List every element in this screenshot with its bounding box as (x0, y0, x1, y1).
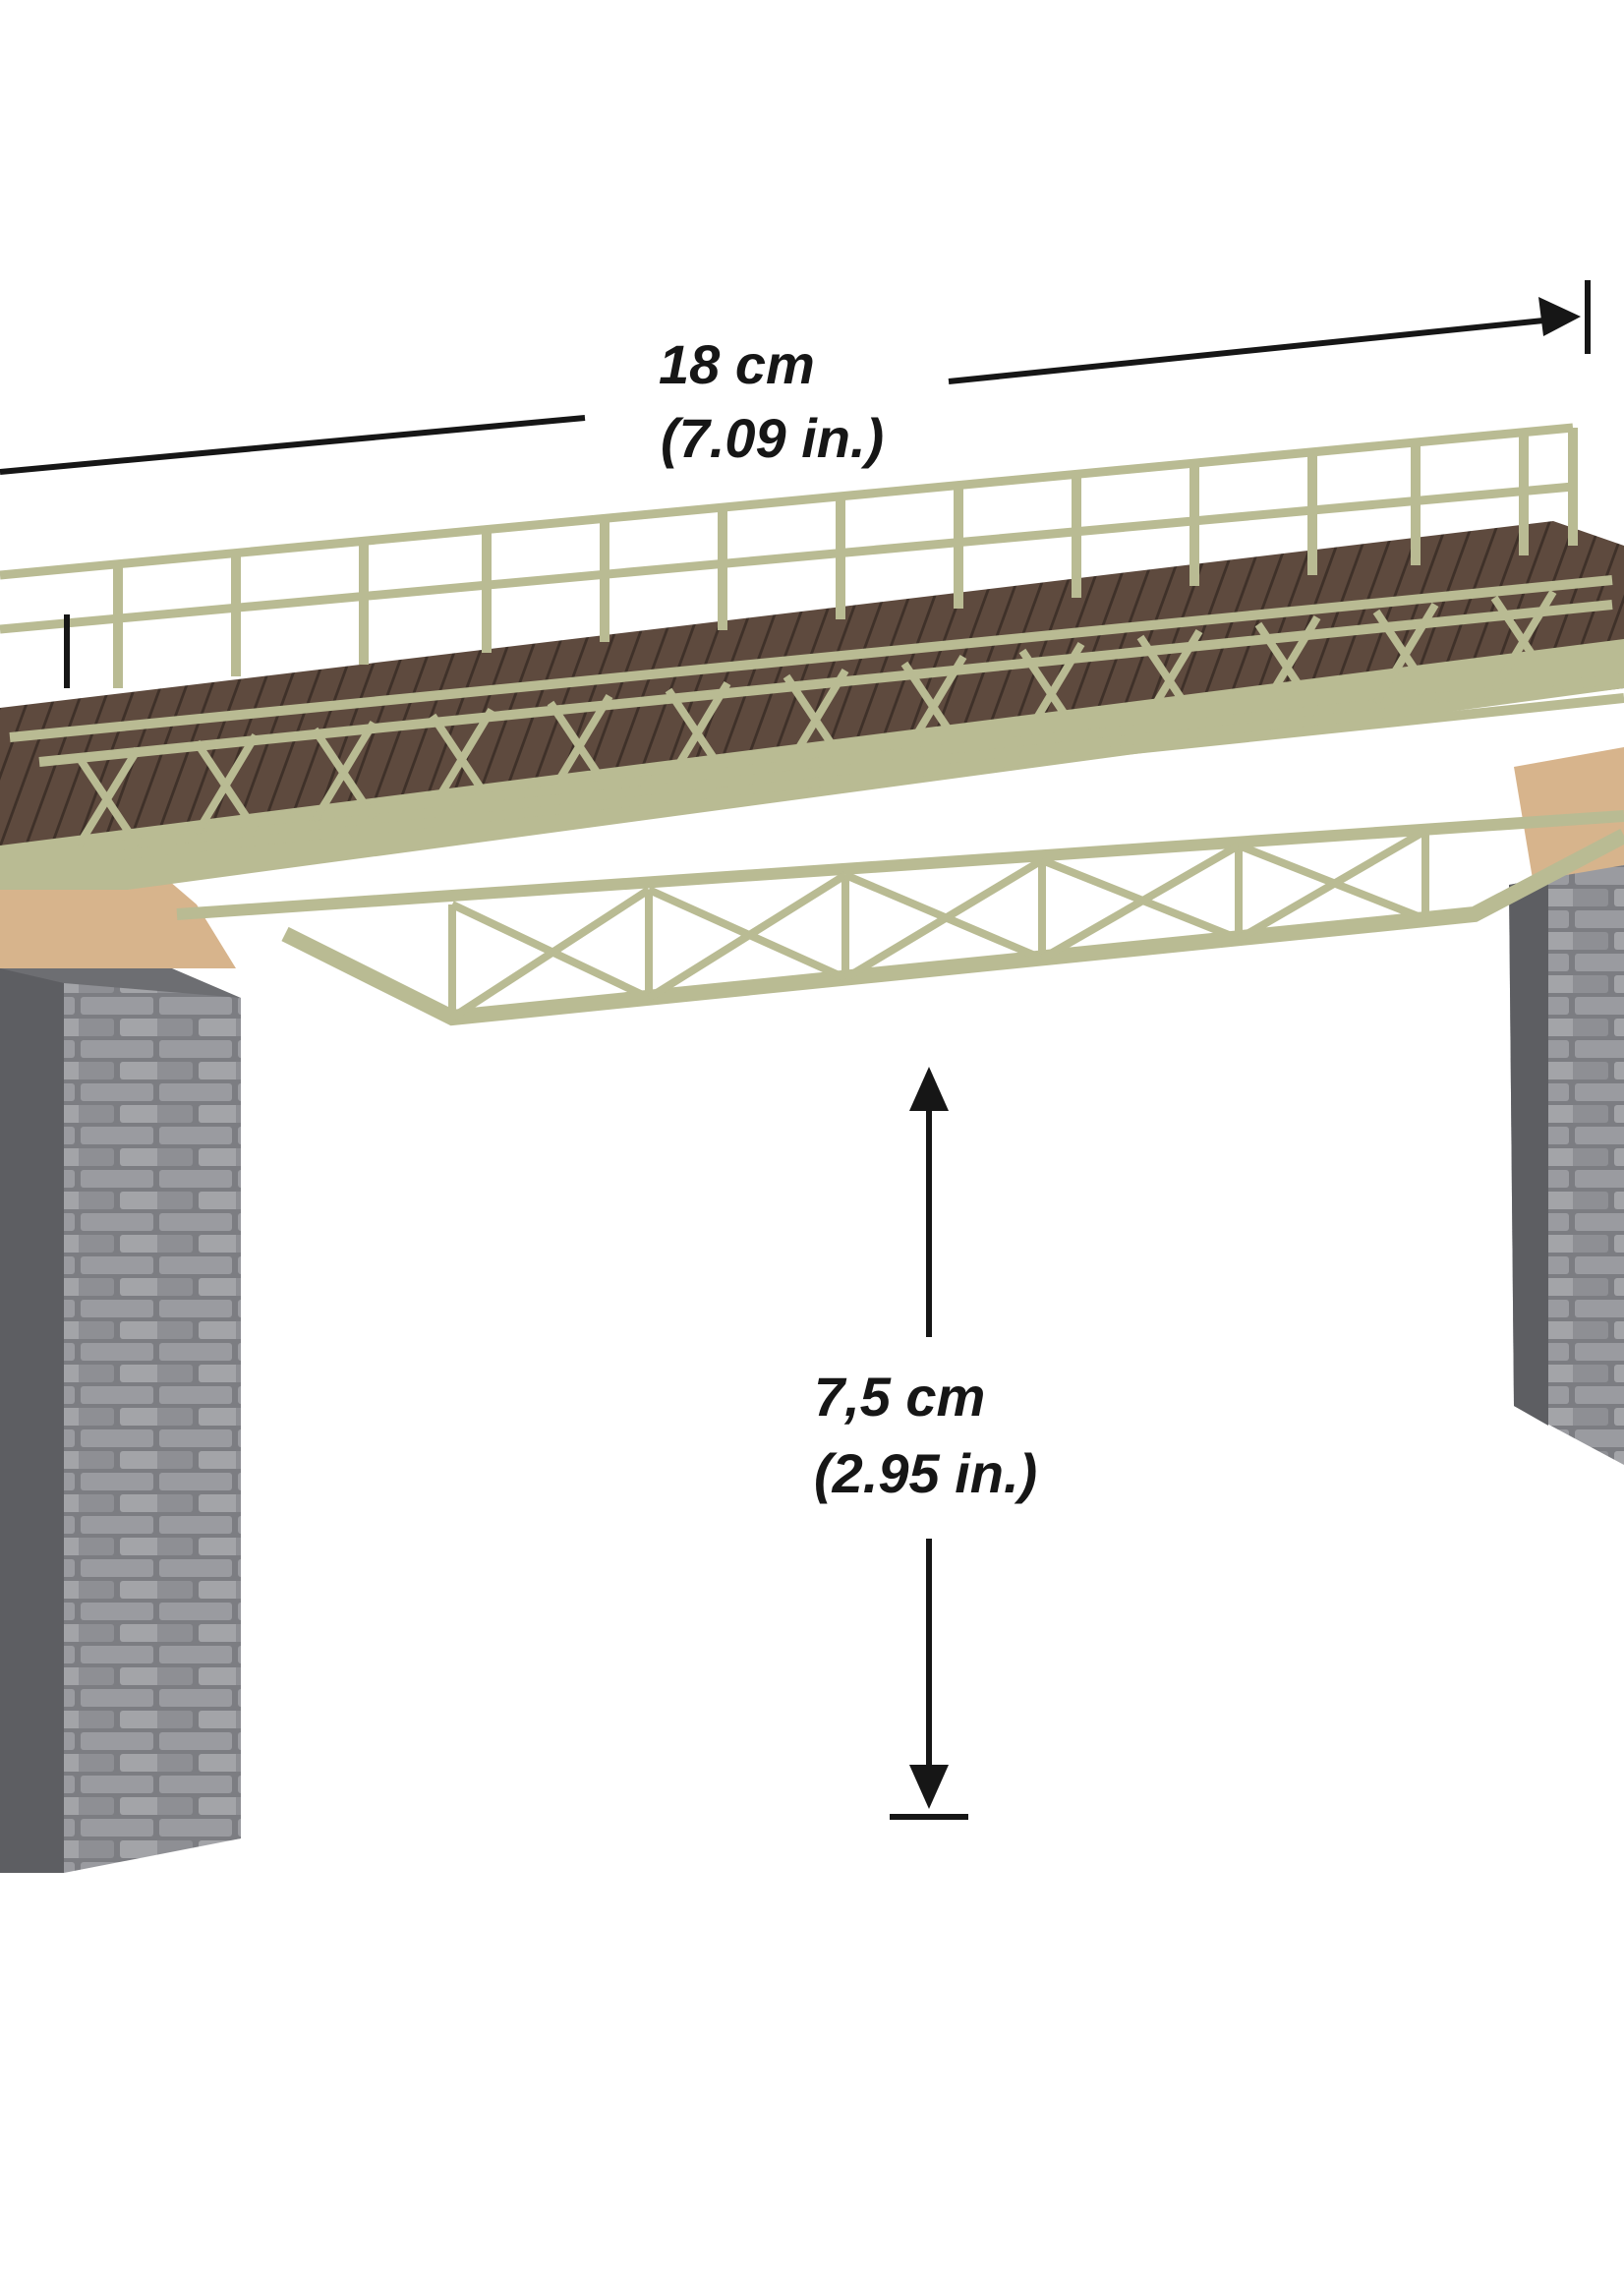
right-abutment (1509, 747, 1624, 1465)
height-dimension-line (890, 1067, 968, 1820)
left-abutment (0, 845, 241, 1873)
length-dimension-line (0, 280, 1591, 688)
railing (0, 423, 1578, 688)
lower-girder-truss (176, 810, 1624, 1026)
length-imperial-label: (7.09 in.) (661, 407, 884, 469)
front-truss (9, 575, 1624, 860)
length-metric-label: 18 cm (659, 333, 815, 395)
height-metric-label: 7,5 cm (814, 1366, 985, 1428)
height-imperial-label: (2.95 in.) (814, 1442, 1037, 1504)
